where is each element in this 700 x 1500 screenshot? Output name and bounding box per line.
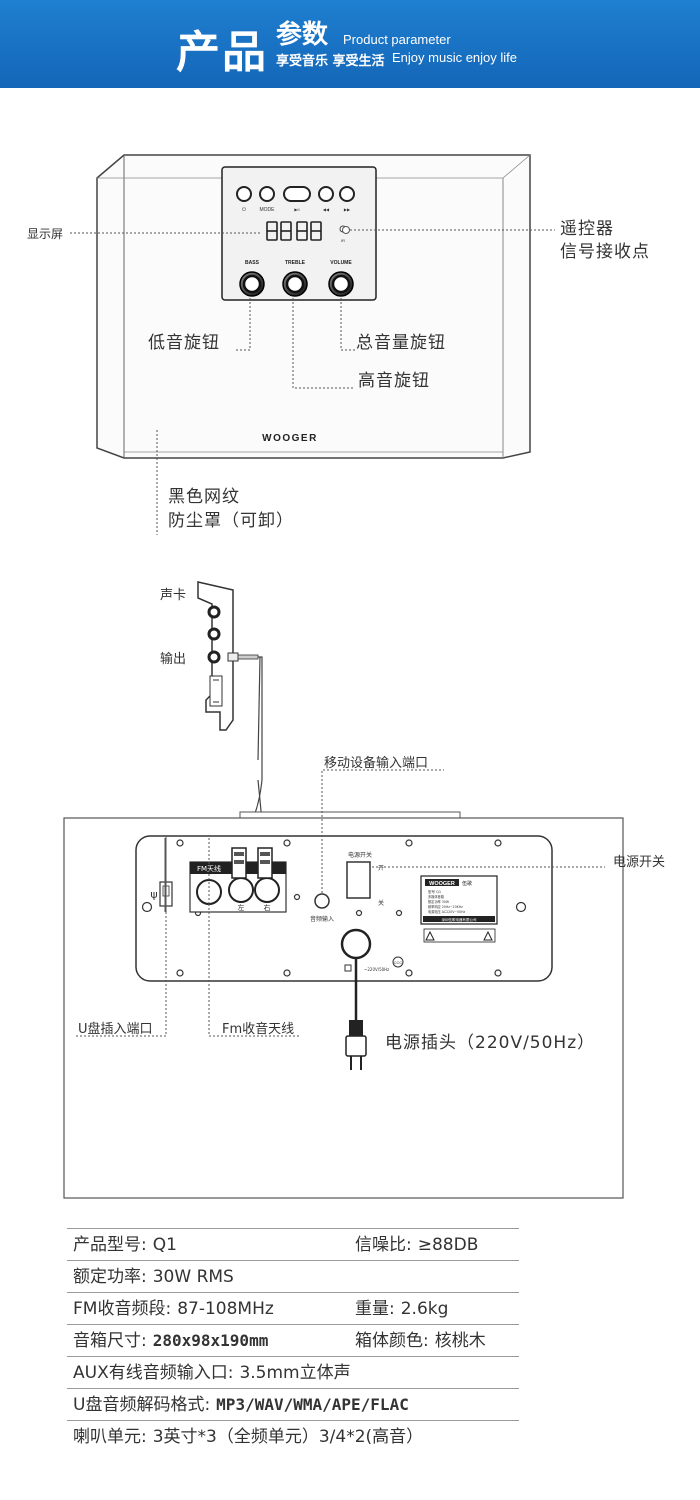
svg-text:◀◀: ◀◀ — [323, 207, 330, 212]
header-title-sub: 参数 — [276, 20, 329, 50]
spec-table: 产品型号:Q1 信噪比:≥88DB 额定功率:30W RMS FM收音频段:87… — [67, 1228, 519, 1453]
label-mobile-input: 移动设备输入端口 — [324, 756, 429, 771]
label-treble-knob: 高音旋钮 — [358, 371, 430, 391]
svg-text:VOLUME: VOLUME — [330, 260, 352, 266]
spec-value: 280x98x190mm — [152, 1331, 269, 1350]
spec-row: 音箱尺寸: 280x98x190mm 箱体颜色:核桃木 — [67, 1325, 519, 1357]
spec-row: 产品型号:Q1 信噪比:≥88DB — [67, 1229, 519, 1261]
svg-text:多媒体音箱: 多媒体音箱 — [428, 894, 445, 899]
svg-text:关: 关 — [378, 899, 384, 907]
label-remote-1: 遥控器 — [560, 219, 614, 239]
svg-text:IR: IR — [341, 238, 345, 243]
header-banner: 产品 参数 Product parameter 享受音乐 享受生活 Enjoy … — [0, 0, 700, 88]
svg-text:TREBLE: TREBLE — [285, 260, 306, 266]
svg-text:MODE: MODE — [260, 207, 276, 213]
spec-key: 产品型号: — [73, 1235, 147, 1255]
label-remote-2: 信号接收点 — [560, 242, 650, 262]
display-digits — [266, 221, 322, 241]
svg-text:WOOGER: WOOGER — [429, 881, 455, 887]
svg-text:频率响应 20Hz~20KHz: 频率响应 20Hz~20KHz — [428, 904, 463, 909]
header-slogan-cn: 享受音乐 享受生活 — [276, 54, 385, 69]
spec-row: 额定功率:30W RMS — [67, 1261, 519, 1293]
spec-row: U盘音频解码格式: MP3/WAV/WMA/APE/FLAC — [67, 1389, 519, 1421]
label-output: 输出 — [160, 652, 187, 667]
svg-text:型号 Q1: 型号 Q1 — [428, 889, 441, 894]
label-display: 显示屏 — [27, 227, 64, 241]
spec-value: 30W RMS — [152, 1267, 234, 1287]
spec-key: U盘音频解码格式: — [73, 1395, 211, 1415]
svg-text:音频输入: 音频输入 — [310, 915, 334, 923]
svg-text:额定功率 30W: 额定功率 30W — [428, 899, 450, 904]
label-bass-knob: 低音旋钮 — [148, 333, 220, 353]
label-usb-port: U盘插入端口 — [78, 1022, 153, 1037]
label-power-plug: 电源插头（220V/50Hz） — [385, 1033, 596, 1053]
spec-key: 重量: — [355, 1299, 395, 1319]
svg-text:右: 右 — [264, 903, 271, 912]
svg-text:BASS: BASS — [245, 260, 260, 266]
spec-value: 2.6kg — [400, 1299, 449, 1319]
label-mesh-1: 黑色网纹 — [168, 487, 240, 507]
header-title-en: Product parameter — [343, 32, 451, 47]
svg-text:WOOGER: WOOGER — [262, 433, 318, 444]
speaker-front-view: ⏻ MODE ▶II ◀◀ ▶▶ IR BASS TREBLE VOLUME W… — [70, 154, 555, 535]
label-power-switch: 电源开关 — [613, 855, 666, 870]
spec-key: 音箱尺寸: — [73, 1331, 147, 1351]
svg-text:伍歌: 伍歌 — [462, 880, 472, 887]
header-slogan-en: Enjoy music enjoy life — [392, 50, 517, 65]
spec-value: 87-108MHz — [177, 1299, 274, 1319]
header-title-main: 产品 — [176, 27, 268, 78]
svg-text:开: 开 — [378, 865, 384, 872]
label-mesh-2: 防尘罩（可卸） — [168, 511, 294, 531]
label-fm-antenna: Fm收音天线 — [222, 1022, 295, 1037]
spec-row: 喇叭单元:3英寸*3（全频单元）3/4*2(高音） — [67, 1421, 519, 1453]
svg-text:电源开关: 电源开关 — [348, 851, 372, 859]
svg-text:深圳伍歌电器有限公司: 深圳伍歌电器有限公司 — [442, 917, 477, 922]
label-volume-knob: 总音量旋钮 — [356, 333, 446, 353]
svg-text:▶▶: ▶▶ — [344, 207, 351, 212]
svg-text:⏻: ⏻ — [242, 207, 246, 213]
spec-key: 箱体颜色: — [355, 1331, 429, 1351]
svg-text:电源电压 AC220V~50Hz: 电源电压 AC220V~50Hz — [428, 909, 466, 914]
svg-text:~220V/50Hz: ~220V/50Hz — [364, 967, 389, 972]
spec-row: FM收音频段:87-108MHz 重量:2.6kg — [67, 1293, 519, 1325]
svg-text:▶II: ▶II — [294, 207, 299, 212]
fm-tag: FM天线 — [197, 864, 221, 873]
spec-value: Q1 — [152, 1235, 177, 1255]
spec-key: AUX有线音频输入口: — [73, 1363, 234, 1383]
speaker-back-view: ψ FM天线 左 右 音频输入 电源开关 开 关 WO — [63, 769, 624, 1199]
product-diagram: ⏻ MODE ▶II ◀◀ ▶▶ IR BASS TREBLE VOLUME W… — [63, 154, 624, 1199]
spec-value: MP3/WAV/WMA/APE/FLAC — [216, 1395, 409, 1414]
leader-lines-back — [74, 836, 300, 1037]
label-sound-card: 声卡 — [160, 588, 187, 603]
spec-key: 信噪比: — [355, 1235, 412, 1255]
spec-value: 3.5mm立体声 — [239, 1363, 351, 1383]
spec-value: 核桃木 — [434, 1331, 486, 1351]
spec-key: 喇叭单元: — [73, 1427, 147, 1447]
spec-value: 3英寸*3（全频单元）3/4*2(高音） — [152, 1427, 424, 1447]
svg-text:ψ: ψ — [150, 888, 157, 901]
spec-value: ≥88DB — [417, 1235, 479, 1255]
svg-text:左: 左 — [238, 903, 245, 912]
svg-text:CCC: CCC — [394, 960, 403, 965]
spec-row: AUX有线音频输入口:3.5mm立体声 — [67, 1357, 519, 1389]
spec-key: 额定功率: — [73, 1267, 147, 1287]
spec-key: FM收音频段: — [73, 1299, 172, 1319]
